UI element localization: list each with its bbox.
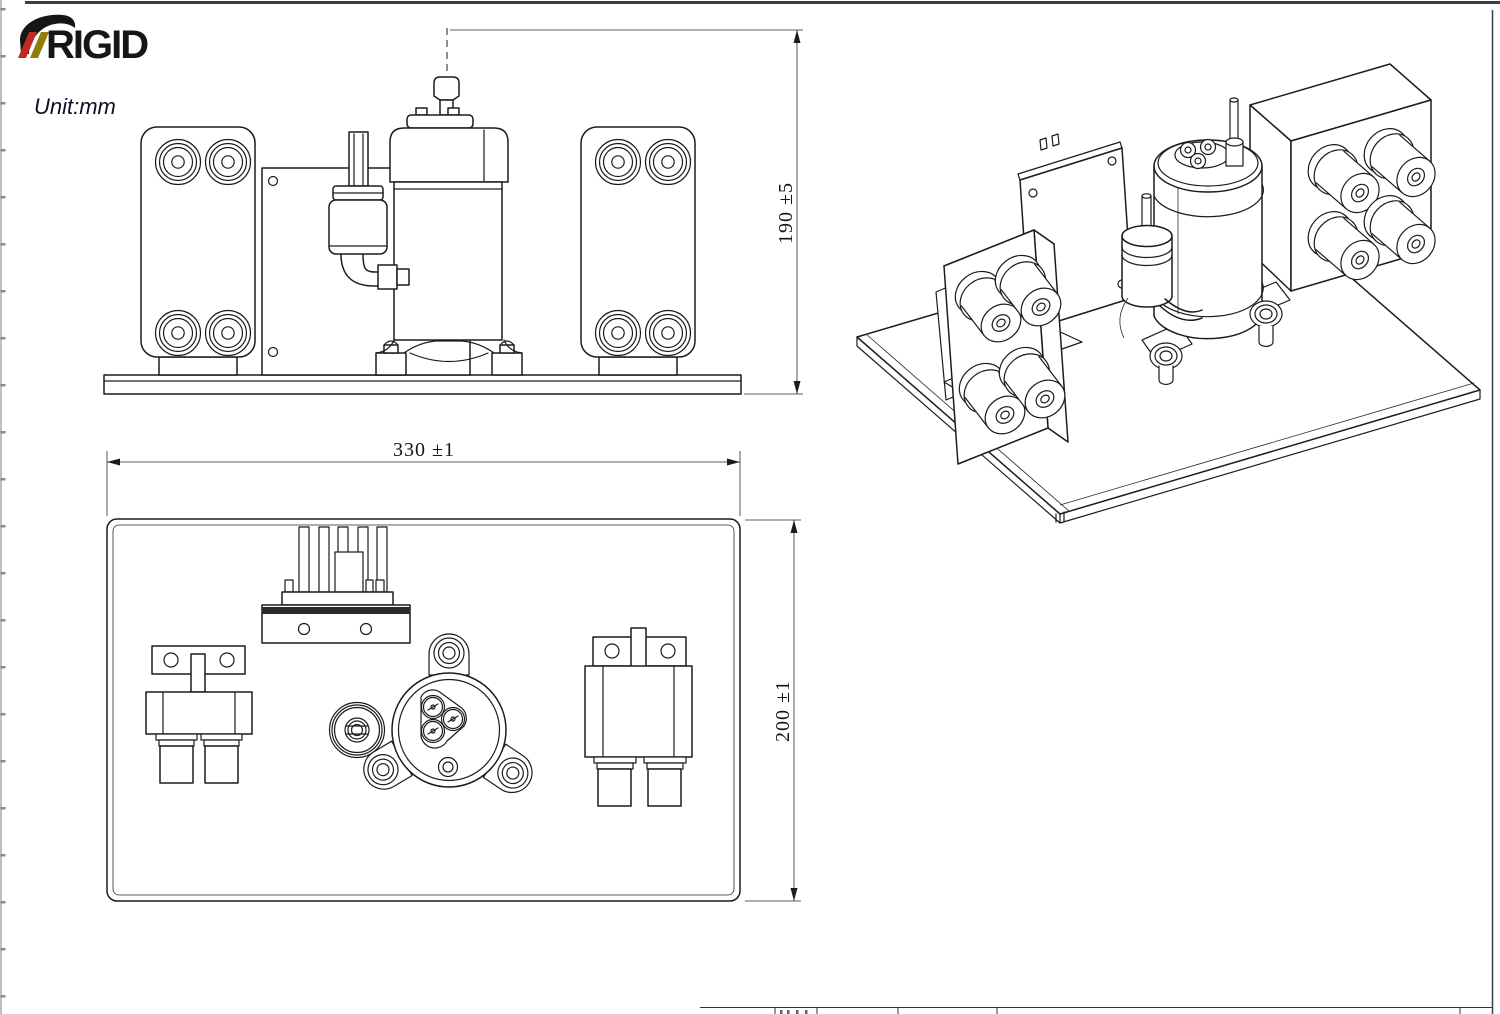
front-accumulator — [328, 131, 410, 290]
front-left-heat-exchanger — [140, 126, 256, 376]
isometric-view — [856, 63, 1481, 524]
iso-left-heat-exchanger — [935, 229, 1073, 465]
unit-label: Unit:mm — [34, 94, 116, 119]
hx-port — [594, 309, 642, 357]
iso-compressor — [1141, 97, 1291, 386]
top-accumulator — [328, 701, 386, 759]
dim-label-depth: 200 ±1 — [772, 680, 794, 742]
title-block-clipped-text — [780, 1010, 808, 1014]
hx-port — [644, 309, 692, 357]
top-terminal-connector — [261, 526, 411, 644]
title-block-partial — [700, 1007, 1492, 1014]
dimension-top-width: 330 ±1 — [106, 439, 741, 516]
front-view — [103, 28, 742, 395]
top-compressor — [355, 633, 541, 801]
hx-port — [204, 138, 252, 186]
iso-right-heat-exchanger — [1249, 63, 1444, 292]
iso-terminal-pins — [1179, 138, 1217, 170]
top-terminal-pins — [420, 694, 466, 744]
logo-olive-stripe — [30, 32, 49, 58]
logo-horn-swoosh — [20, 14, 76, 54]
dimension-top-depth: 200 ±1 — [745, 519, 801, 902]
logo-wordmark: RIGID — [46, 23, 148, 67]
dim-label-width: 330 ±1 — [393, 439, 455, 461]
logo-red-stripe — [18, 32, 37, 58]
hx-port — [204, 309, 252, 357]
top-right-heat-exchanger — [584, 627, 693, 807]
iso-discharge-tube — [1225, 97, 1244, 167]
hx-port — [154, 138, 202, 186]
rigid-logo: RIGID — [18, 14, 150, 67]
front-compressor — [375, 76, 523, 376]
top-view — [106, 518, 741, 902]
dimension-front-height: 190 ±5 — [450, 29, 803, 395]
front-right-heat-exchanger — [580, 126, 696, 376]
top-left-heat-exchanger — [145, 645, 253, 784]
hx-port — [154, 309, 202, 357]
hx-port — [594, 138, 642, 186]
hx-port — [644, 138, 692, 186]
iso-accumulator — [1119, 193, 1203, 339]
dim-label-height: 190 ±5 — [775, 182, 797, 244]
front-base-plate — [103, 374, 742, 395]
